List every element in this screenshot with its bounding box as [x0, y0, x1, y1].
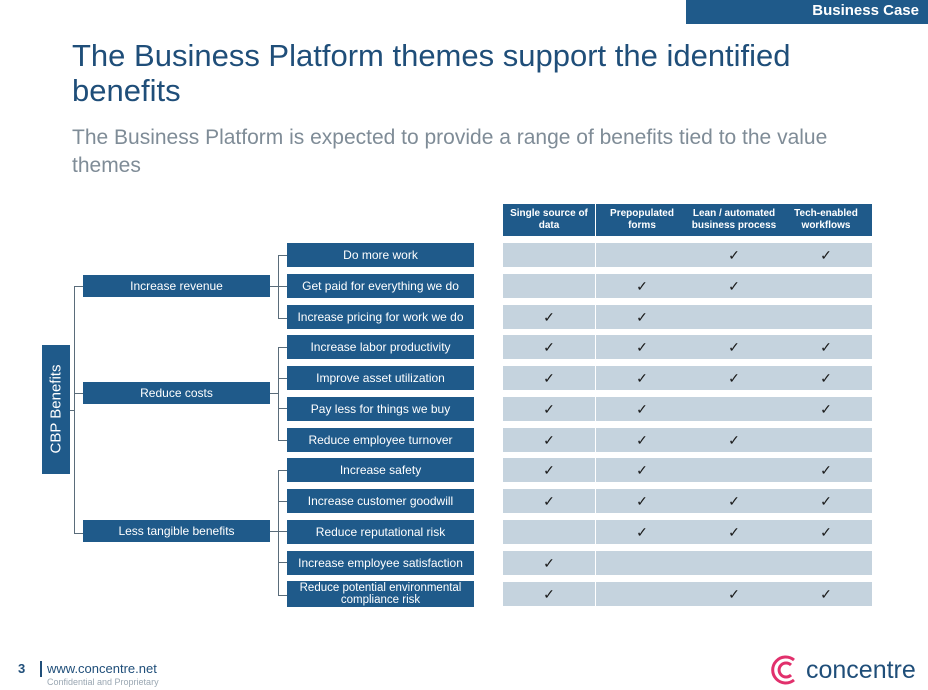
matrix-cell — [780, 274, 872, 298]
matrix-cell: ✓ — [596, 366, 688, 390]
matrix-cell: ✓ — [503, 335, 595, 359]
matrix-cell: ✓ — [503, 428, 595, 452]
matrix-cell: ✓ — [780, 397, 872, 421]
slide-title: The Business Platform themes support the… — [72, 38, 791, 108]
matrix-cell: ✓ — [503, 397, 595, 421]
matrix-cell: ✓ — [780, 582, 872, 606]
matrix-cell: ✓ — [780, 243, 872, 267]
matrix-cell: ✓ — [503, 305, 595, 329]
cat1-mid — [278, 286, 287, 287]
matrix-cell: ✓ — [596, 428, 688, 452]
page-number: 3 — [18, 661, 26, 676]
root-box: CBP Benefits — [42, 345, 70, 474]
theme-header-tech-enabled: Tech-enabled workflows — [780, 204, 872, 236]
matrix-cell: ✓ — [596, 458, 688, 482]
benefit-employee-satisfaction: Increase employee satisfaction — [287, 551, 474, 575]
matrix-cell: ✓ — [688, 489, 780, 513]
matrix-cell: ✓ — [780, 489, 872, 513]
cat3-row4 — [278, 562, 287, 563]
section-tag: Business Case — [686, 0, 928, 24]
cat1-link — [270, 286, 278, 287]
matrix-cell: ✓ — [780, 335, 872, 359]
benefit-get-paid: Get paid for everything we do — [287, 274, 474, 298]
matrix-cell — [503, 520, 595, 544]
logo-text: concentre — [806, 656, 916, 684]
matrix-cell — [596, 243, 688, 267]
matrix-cell: ✓ — [596, 335, 688, 359]
theme-header-single-source: Single source of data — [503, 204, 595, 236]
matrix-cell: ✓ — [596, 489, 688, 513]
matrix-cell: ✓ — [688, 243, 780, 267]
matrix-cell — [688, 305, 780, 329]
matrix-cell: ✓ — [780, 366, 872, 390]
footer-url[interactable]: www.concentre.net — [47, 661, 157, 676]
root-mid-link — [74, 393, 83, 394]
benefit-increase-pricing: Increase pricing for work we do — [287, 305, 474, 329]
cat2-row2 — [278, 378, 287, 379]
cat3-bracket — [278, 470, 288, 596]
matrix-cell — [688, 551, 780, 575]
footer-divider — [40, 661, 42, 677]
matrix-cell: ✓ — [503, 582, 595, 606]
matrix-cell: ✓ — [688, 520, 780, 544]
benefit-reputational-risk: Reduce reputational risk — [287, 520, 474, 544]
matrix-cell: ✓ — [688, 428, 780, 452]
matrix-cell: ✓ — [503, 551, 595, 575]
matrix-cell — [780, 551, 872, 575]
matrix-cell — [780, 305, 872, 329]
matrix-cell: ✓ — [596, 305, 688, 329]
matrix-cell — [503, 243, 595, 267]
matrix-cell: ✓ — [688, 582, 780, 606]
theme-header-lean-automated: Lean / automated business process — [688, 204, 780, 236]
matrix-cell: ✓ — [780, 458, 872, 482]
benefit-environmental-risk: Reduce potential environmental complianc… — [287, 581, 474, 607]
theme-header-prepopulated-forms: Prepopulated forms — [596, 204, 688, 236]
benefit-asset-utilization: Improve asset utilization — [287, 366, 474, 390]
matrix-cell — [596, 551, 688, 575]
matrix-cell: ✓ — [688, 366, 780, 390]
cat2-link — [270, 393, 278, 394]
root-connector — [74, 286, 84, 534]
matrix-cell: ✓ — [596, 397, 688, 421]
root-label: CBP Benefits — [47, 364, 65, 454]
matrix-cell — [780, 428, 872, 452]
matrix-cell: ✓ — [780, 520, 872, 544]
matrix-cell — [503, 274, 595, 298]
cat3-row2 — [278, 501, 287, 502]
matrix-cell: ✓ — [596, 274, 688, 298]
root-stub — [70, 410, 74, 411]
cat2-row3 — [278, 408, 287, 409]
benefit-labor-productivity: Increase labor productivity — [287, 335, 474, 359]
concentre-logo: concentre — [770, 654, 920, 686]
matrix-cell: ✓ — [503, 489, 595, 513]
matrix-cell: ✓ — [503, 458, 595, 482]
benefit-customer-goodwill: Increase customer goodwill — [287, 489, 474, 513]
cat1-bracket — [278, 255, 288, 319]
footer-confidential: Confidential and Proprietary — [47, 677, 159, 687]
benefit-do-more-work: Do more work — [287, 243, 474, 267]
matrix-cell — [596, 582, 688, 606]
matrix-cell — [688, 458, 780, 482]
cat3-row3 — [278, 531, 287, 532]
matrix-cell: ✓ — [596, 520, 688, 544]
matrix-cell: ✓ — [688, 274, 780, 298]
slide-subtitle: The Business Platform is expected to pro… — [72, 126, 828, 177]
benefit-employee-turnover: Reduce employee turnover — [287, 428, 474, 452]
benefit-increase-safety: Increase safety — [287, 458, 474, 482]
matrix-cell: ✓ — [503, 366, 595, 390]
cat3-link — [270, 531, 278, 532]
cat2-bracket — [278, 347, 288, 441]
benefit-pay-less: Pay less for things we buy — [287, 397, 474, 421]
category-increase-revenue: Increase revenue — [83, 275, 270, 297]
matrix-cell — [688, 397, 780, 421]
category-less-tangible: Less tangible benefits — [83, 520, 270, 542]
matrix-cell: ✓ — [688, 335, 780, 359]
concentre-logo-icon — [771, 655, 795, 685]
category-reduce-costs: Reduce costs — [83, 382, 270, 404]
